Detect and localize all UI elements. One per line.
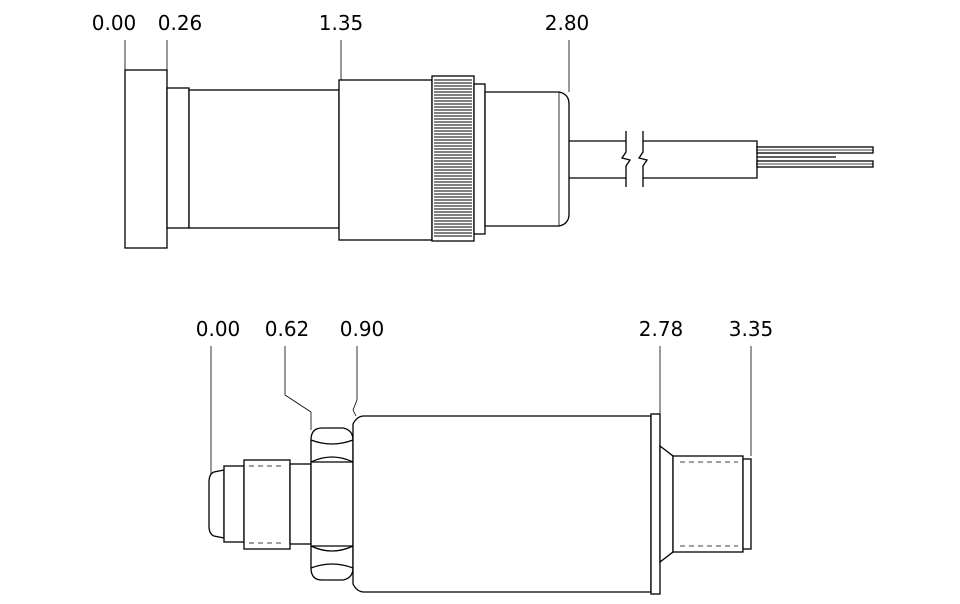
top-cable-jacket-right xyxy=(643,140,758,179)
bottom-dim-label-2: 0.90 xyxy=(340,317,385,341)
top-knurled-ring xyxy=(431,75,475,242)
bottom-rear-step xyxy=(659,444,674,564)
bottom-extension-lines xyxy=(210,346,752,474)
bottom-main-body xyxy=(352,415,652,593)
top-extension-lines xyxy=(124,40,570,92)
bottom-dim-label-3: 2.78 xyxy=(639,317,684,341)
top-dim-label-2: 1.35 xyxy=(319,11,364,35)
bottom-hex-nut xyxy=(310,427,354,581)
top-front-flange xyxy=(124,69,168,249)
bottom-rear-ring xyxy=(650,413,661,595)
bottom-rear-thread xyxy=(672,455,744,553)
bottom-thread-shoulder xyxy=(289,463,312,545)
top-cable-wires xyxy=(756,146,874,168)
bottom-nose-collar xyxy=(223,465,245,543)
top-dim-label-3: 2.80 xyxy=(545,11,590,35)
bottom-end-cap xyxy=(742,458,752,550)
top-housing xyxy=(338,79,433,241)
bottom-dim-label-1: 0.62 xyxy=(265,317,310,341)
bottom-dim-label-0: 0.00 xyxy=(196,317,241,341)
bottom-view-sensor: 0.00 0.62 0.90 2.78 3.35 xyxy=(196,317,774,595)
bottom-dim-label-4: 3.35 xyxy=(729,317,774,341)
top-cable-break-symbol xyxy=(620,131,649,187)
top-view-sensor: 0.00 0.26 1.35 2.80 xyxy=(92,11,874,249)
top-dim-label-0: 0.00 xyxy=(92,11,137,35)
top-dim-label-1: 0.26 xyxy=(158,11,203,35)
top-neck xyxy=(166,87,190,229)
bottom-nose-tip xyxy=(208,469,225,539)
top-knurl-pattern xyxy=(434,79,472,237)
top-ring-step xyxy=(473,83,486,235)
top-body-tube xyxy=(188,89,340,229)
bottom-front-thread xyxy=(243,459,291,550)
top-cable-jacket-left xyxy=(569,140,626,179)
top-rear-cylinder xyxy=(484,91,570,227)
